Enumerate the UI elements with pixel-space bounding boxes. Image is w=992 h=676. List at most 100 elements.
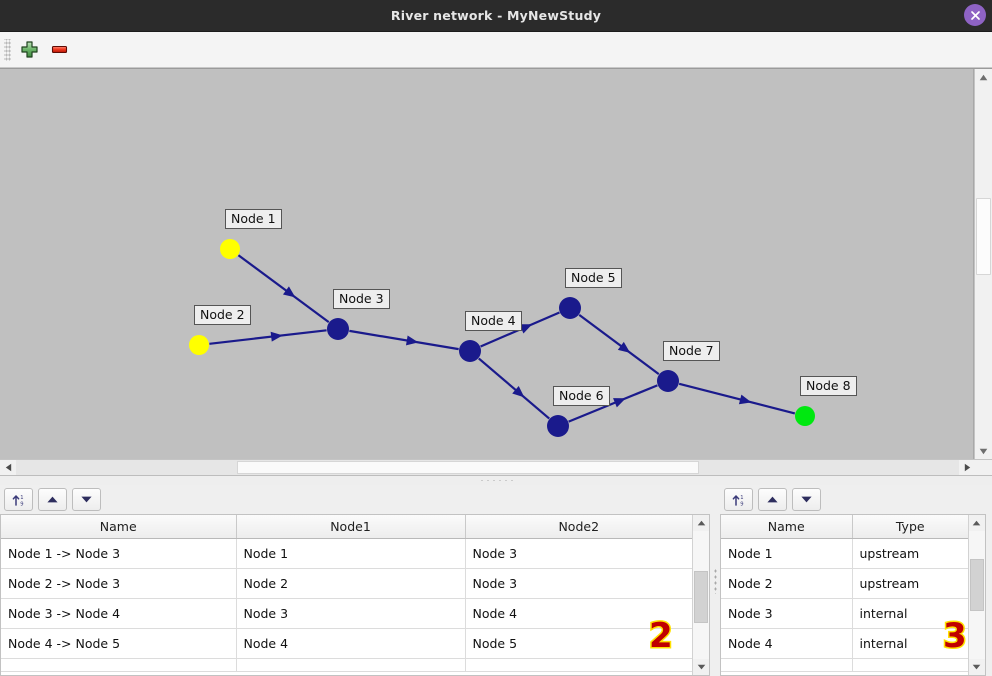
graph-node[interactable] (559, 297, 581, 319)
graph-node[interactable] (795, 406, 815, 426)
table-cell (465, 658, 692, 672)
table-row-empty[interactable] (1, 658, 692, 672)
table-cell[interactable]: Node 4 (721, 628, 853, 659)
table-cell[interactable]: upstream (852, 538, 968, 569)
table-cell[interactable]: Node 1 -> Node 3 (1, 538, 237, 569)
table-cell[interactable]: Node 3 (721, 598, 853, 629)
diagram-vscroll-track[interactable] (975, 85, 992, 443)
table-cell[interactable]: Node 2 (236, 568, 466, 599)
graph-node[interactable] (547, 415, 569, 437)
graph-node-label[interactable]: Node 8 (800, 376, 857, 396)
graph-node-label[interactable]: Node 1 (225, 209, 282, 229)
edge-line[interactable] (678, 382, 796, 415)
nodes-column-header[interactable]: Name (721, 515, 853, 539)
nodes-vscroll-thumb[interactable] (969, 559, 984, 611)
diagram-hscroll-thumb[interactable] (237, 461, 699, 474)
edge-line[interactable] (478, 357, 550, 420)
nodes-move-down-button[interactable] (792, 488, 821, 511)
add-node-button[interactable] (14, 36, 44, 64)
table-cell[interactable]: Node 4 -> Node 5 (1, 628, 237, 659)
scroll-up-icon[interactable] (975, 69, 992, 85)
reaches-move-down-button[interactable] (72, 488, 101, 511)
table-cell[interactable]: upstream (852, 568, 968, 599)
diagram-vertical-scrollbar[interactable] (974, 69, 992, 459)
edge-line[interactable] (349, 329, 459, 351)
graph-node[interactable] (189, 335, 209, 355)
scroll-down-icon[interactable] (975, 443, 992, 459)
delete-node-button[interactable] (44, 36, 74, 64)
table-cell[interactable]: Node 4 (465, 598, 692, 629)
toolbar-grip[interactable] (4, 38, 11, 61)
nodes-vertical-scrollbar[interactable] (967, 515, 985, 675)
table-cell[interactable]: Node 2 (721, 568, 853, 599)
reaches-column-header[interactable]: Name (1, 515, 237, 539)
graph-node-label[interactable]: Node 6 (553, 386, 610, 406)
reaches-vscroll-track[interactable] (693, 531, 709, 659)
reaches-scroll-up-icon[interactable] (693, 515, 709, 531)
table-cell[interactable]: Node 3 (465, 538, 692, 569)
reaches-column-header[interactable]: Node1 (236, 515, 466, 539)
graph-node[interactable] (327, 318, 349, 340)
nodes-vscroll-track[interactable] (968, 531, 985, 659)
nodes-move-up-button[interactable] (758, 488, 787, 511)
nodes-scroll-down-icon[interactable] (968, 659, 985, 675)
nodes-sort-ascending-icon[interactable]: 1 9 (724, 488, 753, 511)
table-cell[interactable]: Node 4 (236, 628, 466, 659)
graph-node[interactable] (220, 239, 240, 259)
edge-arrow-icon (512, 385, 525, 398)
graph-node-label[interactable]: Node 5 (565, 268, 622, 288)
table-cell[interactable]: Node 3 (236, 598, 466, 629)
table-cell[interactable]: internal (852, 628, 968, 659)
graph-node[interactable] (459, 340, 481, 362)
edge-line[interactable] (568, 384, 658, 423)
reaches-sort-ascending-icon[interactable]: 1 9 (4, 488, 33, 511)
scroll-right-icon[interactable] (959, 460, 975, 475)
edge-line[interactable] (237, 254, 330, 324)
nodes-toolbar: 1 9 (720, 485, 992, 514)
nodes-column-header[interactable]: Type (852, 515, 968, 539)
table-cell[interactable]: Node 5 (465, 628, 692, 659)
table-cell[interactable]: Node 1 (236, 538, 466, 569)
table-cell[interactable]: Node 3 -> Node 4 (1, 598, 237, 629)
reaches-vscroll-thumb[interactable] (694, 571, 708, 623)
table-cell[interactable]: internal (852, 598, 968, 629)
table-cell[interactable]: Node 1 (721, 538, 853, 569)
reaches-move-up-button[interactable] (38, 488, 67, 511)
close-icon[interactable] (964, 4, 986, 26)
reaches-scroll-down-icon[interactable] (693, 659, 709, 675)
edge-line[interactable] (209, 329, 327, 345)
graph-node-label[interactable]: Node 4 (465, 311, 522, 331)
scroll-left-icon[interactable] (0, 460, 16, 475)
vertical-splitter[interactable] (710, 485, 720, 676)
reaches-column-header[interactable]: Node2 (465, 515, 692, 539)
nodes-scroll-up-icon[interactable] (968, 515, 985, 531)
graph-node-label[interactable]: Node 2 (194, 305, 251, 325)
edge-arrow-icon (270, 331, 283, 342)
graph-node-label[interactable]: Node 3 (333, 289, 390, 309)
diagram-hscroll-track[interactable] (16, 460, 959, 475)
edge-line[interactable] (578, 313, 660, 376)
table-cell[interactable]: Node 2 -> Node 3 (1, 568, 237, 599)
graph-node[interactable] (657, 370, 679, 392)
table-cell[interactable]: Node 3 (465, 568, 692, 599)
diagram-horizontal-scrollbar[interactable] (0, 459, 992, 475)
reaches-vertical-scrollbar[interactable] (692, 515, 709, 675)
diagram-vscroll-thumb[interactable] (976, 198, 991, 275)
graph-node-label[interactable]: Node 7 (663, 341, 720, 361)
table-row-empty[interactable] (721, 658, 968, 672)
horizontal-splitter[interactable] (0, 475, 992, 485)
